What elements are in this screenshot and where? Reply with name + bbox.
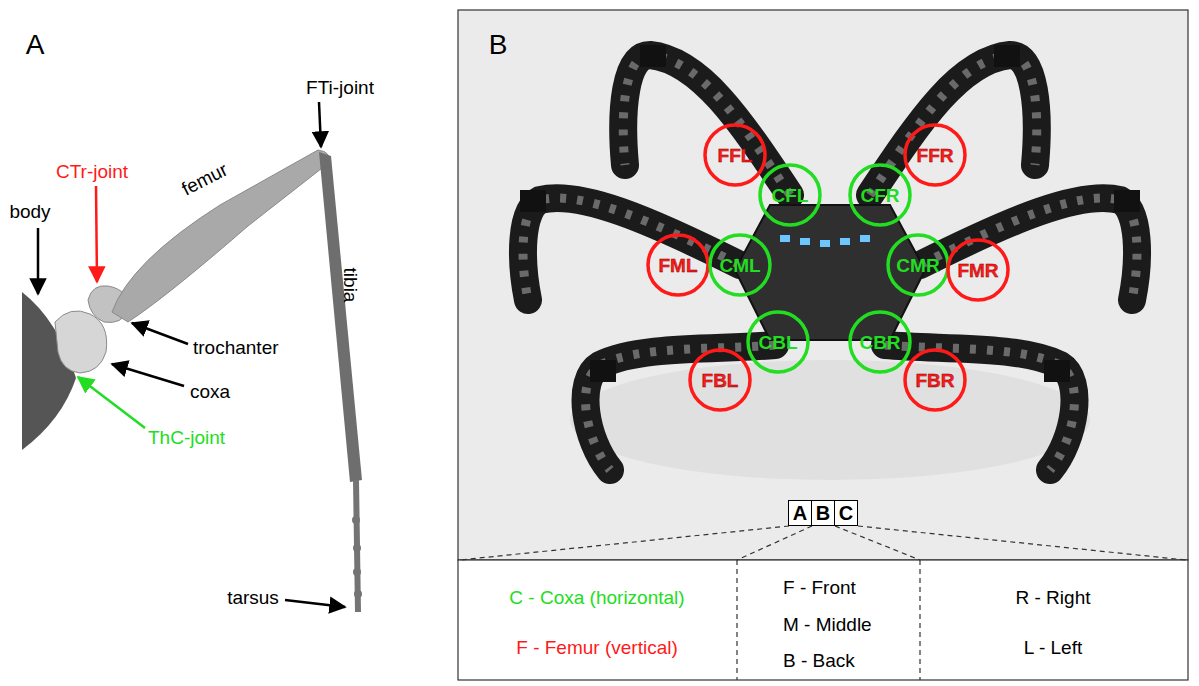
joint-label: CMR bbox=[896, 256, 939, 275]
joint-name: ThC-joint bbox=[148, 428, 225, 449]
joint-name: CTr-joint bbox=[56, 162, 128, 183]
table-cell: B - Back bbox=[783, 651, 855, 672]
circle-outline bbox=[848, 163, 912, 227]
joint-circle: CFR bbox=[848, 163, 912, 227]
joint-label: CBR bbox=[859, 333, 900, 352]
joint-label: FBR bbox=[915, 371, 954, 390]
joint-label: CML bbox=[719, 256, 760, 275]
joint-label: CFL bbox=[772, 186, 809, 205]
circle-outline bbox=[903, 123, 967, 187]
insect-leg bbox=[22, 102, 362, 612]
part-name: coxa bbox=[190, 382, 230, 403]
circle-outline bbox=[708, 233, 772, 297]
table-cell: R - Right bbox=[1016, 588, 1091, 609]
code-box: B bbox=[811, 500, 835, 526]
panel-letter: A bbox=[26, 30, 45, 61]
code-box: A bbox=[788, 500, 812, 526]
code-letter: B bbox=[816, 503, 830, 523]
circle-outline bbox=[886, 233, 950, 297]
joint-label: FBL bbox=[702, 371, 739, 390]
table-cell: C - Coxa (horizontal) bbox=[509, 588, 684, 609]
table-cell: F - Front bbox=[783, 578, 856, 599]
joint-label: FFR bbox=[917, 146, 954, 165]
code-box: C bbox=[834, 500, 858, 526]
code-letter: A bbox=[793, 503, 807, 523]
part-name: body bbox=[9, 202, 50, 223]
circle-outline bbox=[703, 123, 767, 187]
table-cell: F - Femur (vertical) bbox=[516, 638, 678, 659]
joint-circle: CML bbox=[708, 233, 772, 297]
joint-label: CFR bbox=[860, 186, 899, 205]
table-cell: M - Middle bbox=[783, 615, 872, 636]
joint-circle: CBL bbox=[746, 310, 810, 374]
joint-label: CBL bbox=[758, 333, 797, 352]
part-name: trochanter bbox=[193, 338, 279, 359]
part-name: femur bbox=[179, 160, 232, 201]
circle-outline bbox=[646, 233, 710, 297]
code-letter: C bbox=[839, 503, 853, 523]
hexapod-robot bbox=[520, 45, 1140, 480]
circle-outline bbox=[848, 310, 912, 374]
part-name: tibia bbox=[340, 268, 361, 303]
joint-circle: FBR bbox=[903, 348, 967, 412]
joint-circle: FBL bbox=[688, 348, 752, 412]
circle-outline bbox=[746, 310, 810, 374]
joint-circle: FFL bbox=[703, 123, 767, 187]
joint-circle: FML bbox=[646, 233, 710, 297]
joint-circle: FMR bbox=[946, 238, 1010, 302]
part-name: FTi-joint bbox=[306, 78, 374, 99]
circle-outline bbox=[758, 163, 822, 227]
panel-letter: B bbox=[489, 30, 508, 61]
joint-label: FMR bbox=[957, 261, 998, 280]
joint-circle: CFL bbox=[758, 163, 822, 227]
joint-label: FFL bbox=[718, 146, 753, 165]
part-name: tarsus bbox=[227, 588, 279, 609]
circle-outline bbox=[903, 348, 967, 412]
joint-circle: FFR bbox=[903, 123, 967, 187]
joint-circle: CBR bbox=[848, 310, 912, 374]
joint-label: FML bbox=[658, 256, 697, 275]
circle-outline bbox=[688, 348, 752, 412]
table-cell: L - Left bbox=[1024, 638, 1082, 659]
joint-circle: CMR bbox=[886, 233, 950, 297]
circle-outline bbox=[946, 238, 1010, 302]
